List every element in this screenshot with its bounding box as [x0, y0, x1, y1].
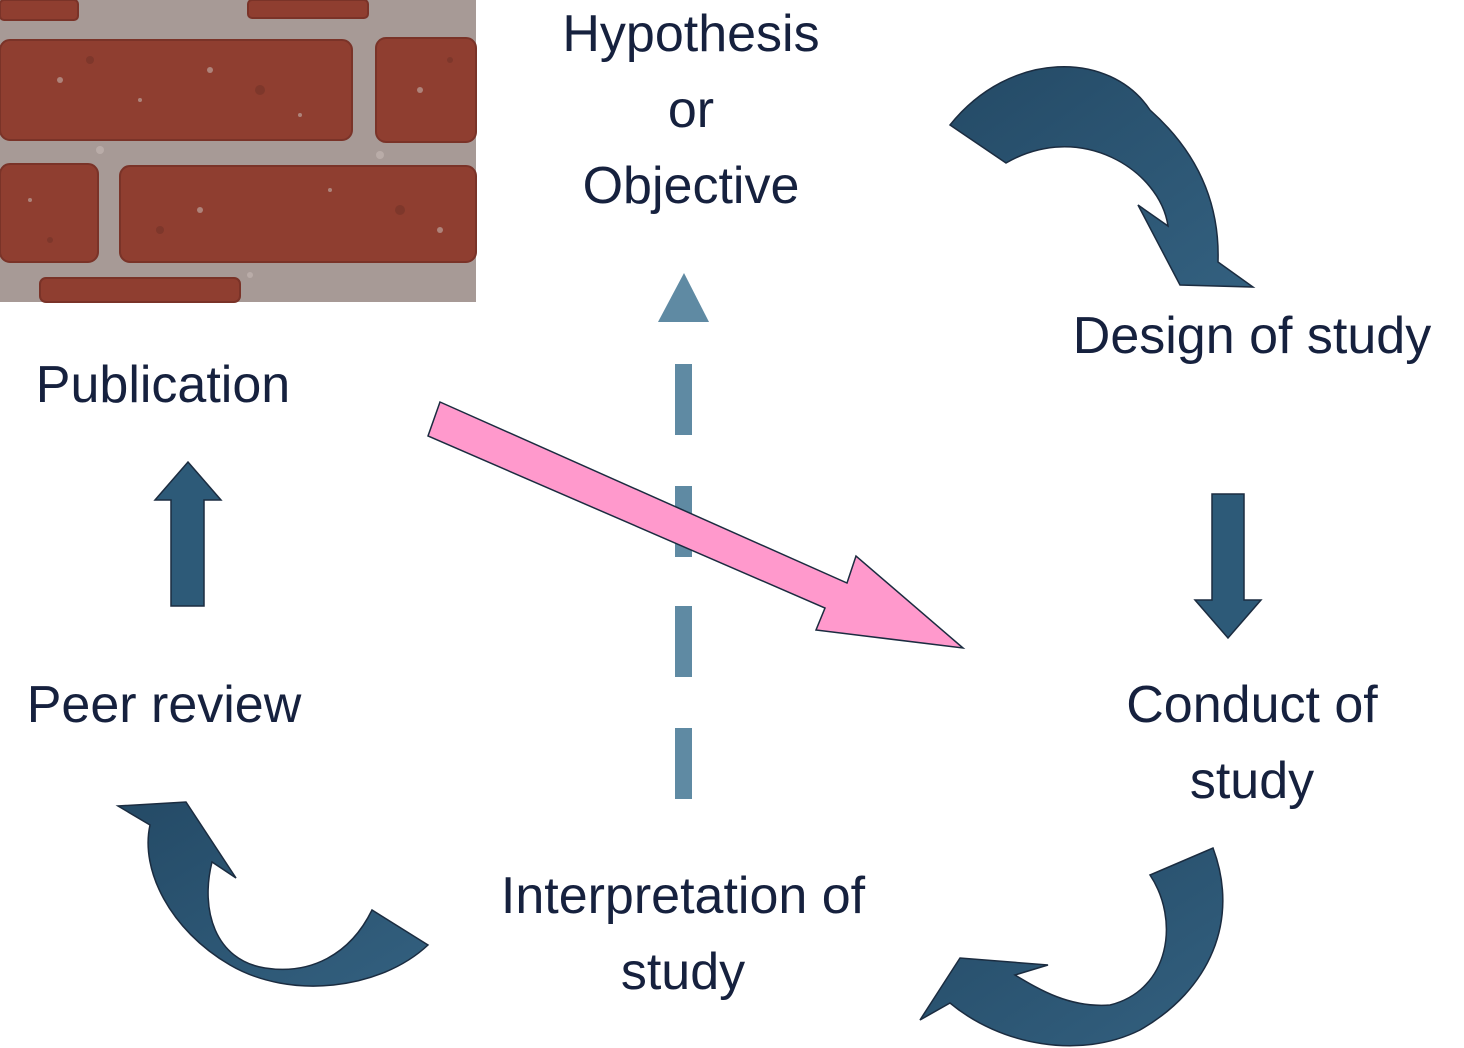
hypothesis-line-2: or	[667, 81, 715, 139]
publication-line-1: Publication	[35, 356, 291, 414]
design-line-1: Design of study	[1072, 307, 1432, 365]
hypothesis-line-3: Objective	[582, 157, 800, 215]
pink-arrow-publication-to-conduct	[427, 400, 966, 650]
interpretation-line-2: study	[620, 943, 746, 1001]
node-publication: Publication	[10, 347, 316, 423]
interpretation-line-1: Interpretation of	[500, 867, 866, 925]
arrow-peer-review-to-publication	[153, 460, 223, 607]
conduct-line-1: Conduct of	[1126, 676, 1378, 734]
peer-review-line-1: Peer review	[26, 676, 302, 734]
arrow-design-to-conduct	[1193, 493, 1263, 640]
curved-arrow-conduct-to-interpretation	[919, 847, 1224, 1047]
node-conduct-of-study: Conduct of study	[1092, 667, 1412, 819]
node-interpretation-of-study: Interpretation of study	[453, 858, 913, 1010]
node-hypothesis: Hypothesis or Objective	[541, 0, 841, 224]
conduct-line-2: study	[1189, 752, 1315, 810]
curved-arrow-hypothesis-to-design	[948, 65, 1256, 288]
node-design-of-study: Design of study	[1046, 298, 1458, 374]
hypothesis-line-1: Hypothesis	[562, 5, 820, 63]
brick-wall-photo	[0, 0, 477, 303]
node-peer-review: Peer review	[4, 667, 324, 743]
curved-arrow-interpretation-to-peer-review	[115, 801, 430, 987]
